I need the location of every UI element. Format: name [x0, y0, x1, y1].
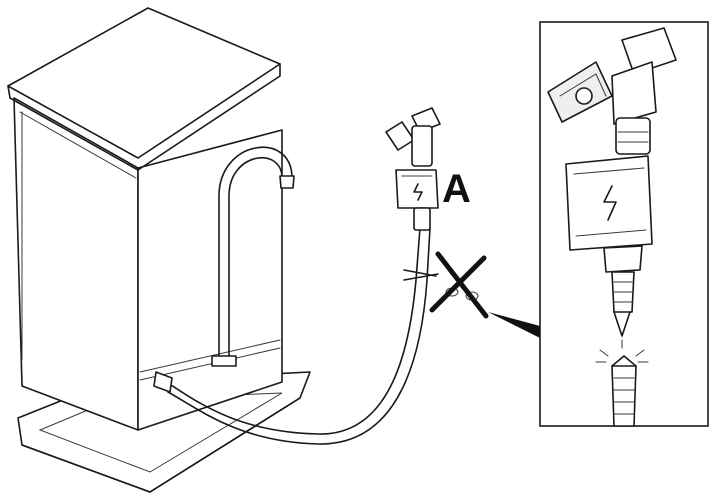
water-stop-tap-small	[385, 107, 441, 231]
callout-label-a: A	[442, 167, 471, 211]
detail-inset-panel	[539, 21, 709, 427]
gooseneck-spout	[211, 146, 295, 367]
callout-pointer	[488, 312, 544, 340]
scissors-icon	[403, 269, 479, 301]
cut-hose-indicator-icon	[595, 339, 649, 363]
inlet-hose	[153, 227, 431, 445]
prohibited-cross-icon	[429, 251, 489, 319]
appliance-cabinet	[7, 7, 283, 431]
